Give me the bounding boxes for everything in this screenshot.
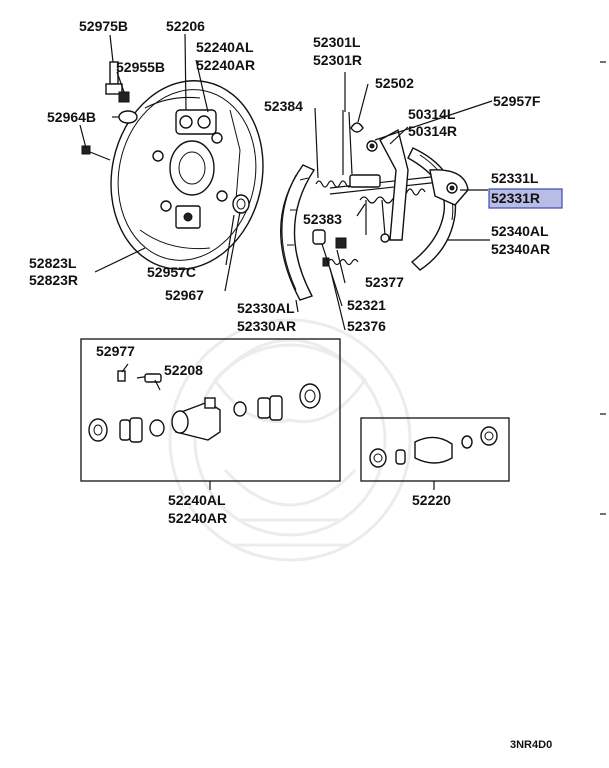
label-52377[interactable]: 52377 (365, 274, 404, 290)
highlight-box (488, 188, 563, 209)
label-52331R[interactable]: 52331R (491, 190, 540, 206)
leader-lines (79, 33, 493, 331)
label-52240AL-top[interactable]: 52240AL (196, 39, 254, 55)
plate-hardware (81, 61, 250, 214)
label-52301R[interactable]: 52301R (313, 52, 362, 68)
page-edge-marks (600, 61, 606, 515)
label-52957F[interactable]: 52957F (493, 93, 541, 109)
label-52964B[interactable]: 52964B (47, 109, 96, 125)
label-52331L[interactable]: 52331L (491, 170, 539, 186)
backing-plate-drawing (110, 80, 264, 270)
springs-and-struts (315, 110, 441, 243)
label-52240AL-bottom[interactable]: 52240AL (168, 492, 226, 508)
label-52330AL[interactable]: 52330AL (237, 300, 295, 316)
label-50314L[interactable]: 50314L (408, 106, 456, 122)
right-shoe-assembly (379, 128, 469, 271)
label-52975B[interactable]: 52975B (79, 18, 128, 34)
label-52321[interactable]: 52321 (347, 297, 386, 313)
label-52502[interactable]: 52502 (375, 75, 414, 91)
watermark-emblem (168, 318, 412, 562)
small-hardware-lower (312, 229, 359, 267)
label-52301L[interactable]: 52301L (313, 34, 361, 50)
label-52208[interactable]: 52208 (164, 362, 203, 378)
label-52383[interactable]: 52383 (303, 211, 342, 227)
label-52240AR-bottom[interactable]: 52240AR (168, 510, 227, 526)
wheel-cylinder-kit-box (80, 338, 341, 490)
brake-shoe-drawing (280, 164, 316, 301)
label-52967[interactable]: 52967 (165, 287, 204, 303)
label-52977[interactable]: 52977 (96, 343, 135, 359)
label-52376[interactable]: 52376 (347, 318, 386, 334)
repair-kit-box (360, 417, 510, 490)
label-52957C[interactable]: 52957C (147, 264, 196, 280)
label-52955B[interactable]: 52955B (116, 59, 165, 75)
label-50314R[interactable]: 50314R (408, 123, 457, 139)
part-labels: 52975B 52206 52240AL 52240AR 52955B 5296… (29, 18, 550, 526)
label-52823R[interactable]: 52823R (29, 272, 78, 288)
label-52206[interactable]: 52206 (166, 18, 205, 34)
label-52330AR[interactable]: 52330AR (237, 318, 296, 334)
diagram-reference-code: 3NR4D0 (510, 739, 552, 751)
label-52340AL[interactable]: 52340AL (491, 223, 549, 239)
label-52823L[interactable]: 52823L (29, 255, 77, 271)
label-52240AR-top[interactable]: 52240AR (196, 57, 255, 73)
label-52384[interactable]: 52384 (264, 98, 303, 114)
label-52340AR[interactable]: 52340AR (491, 241, 550, 257)
label-52220[interactable]: 52220 (412, 492, 451, 508)
small-clips (350, 122, 378, 152)
